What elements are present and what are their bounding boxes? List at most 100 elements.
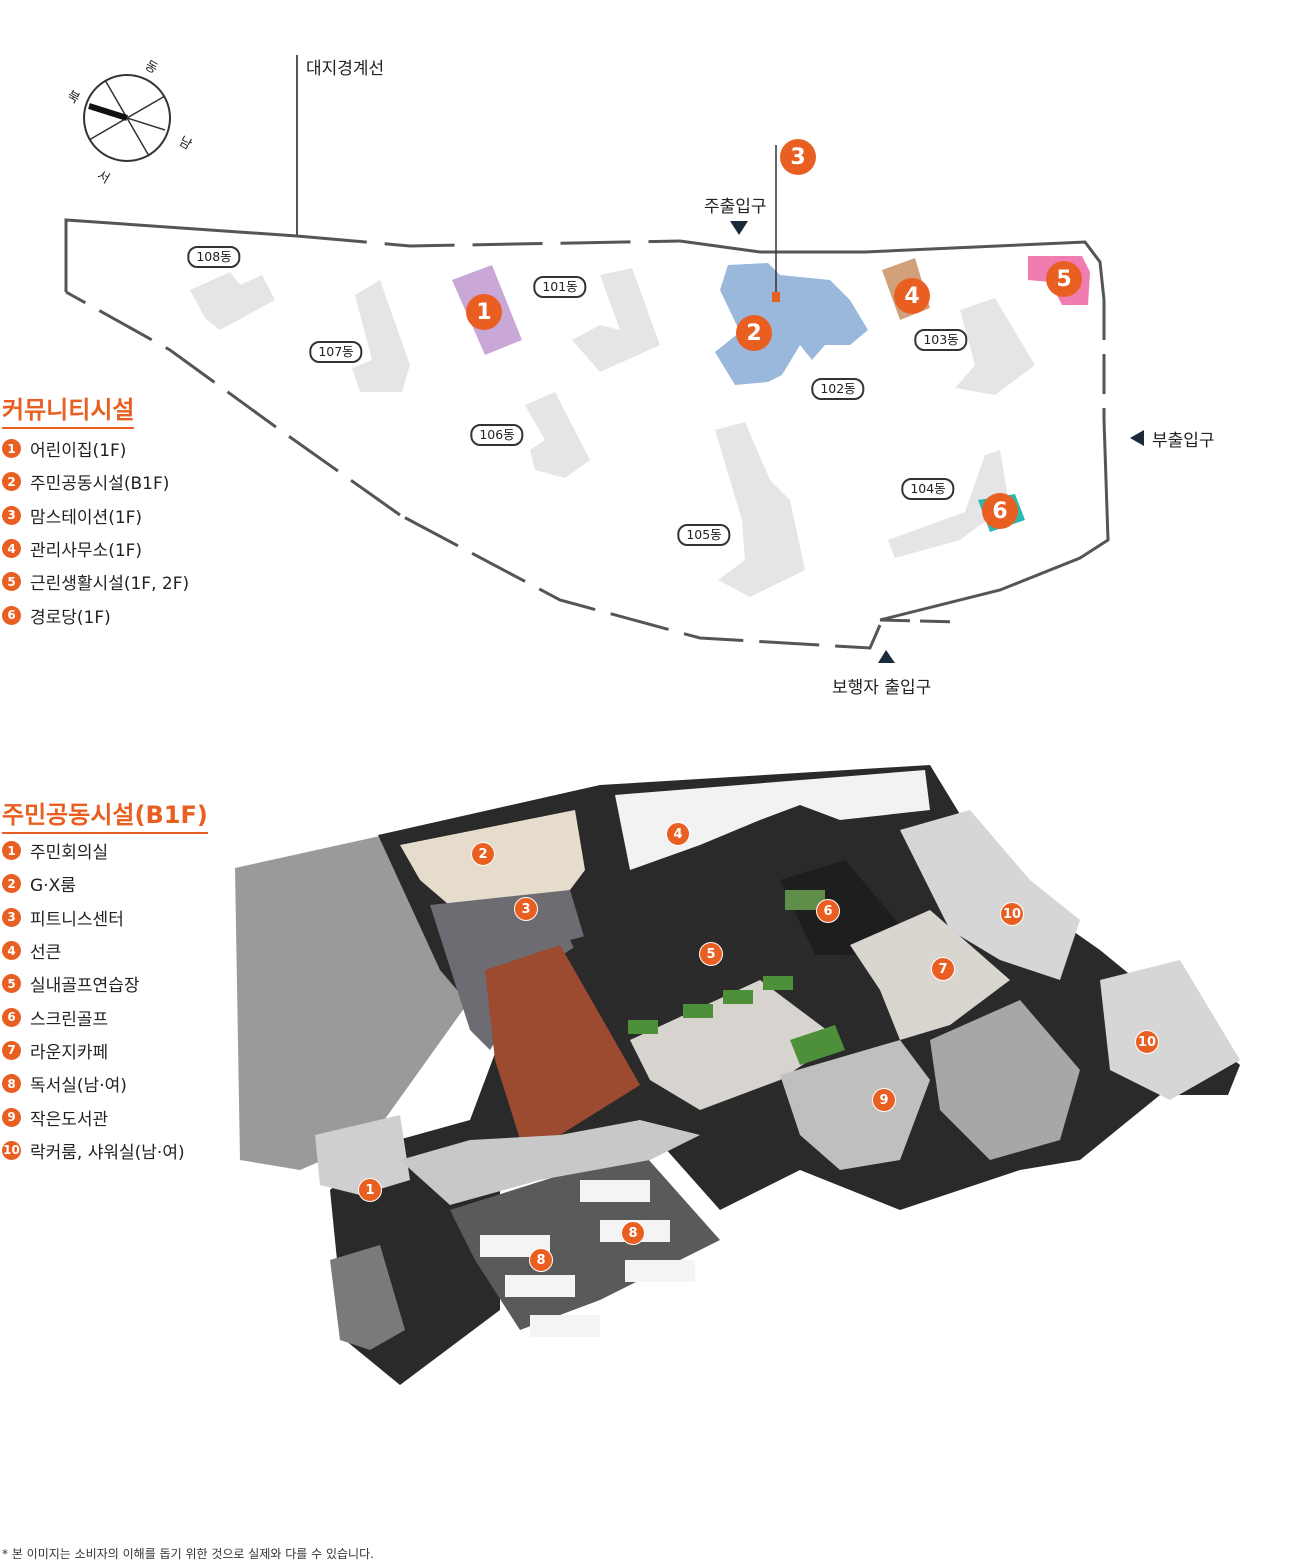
legend-number: 5 [2, 572, 21, 592]
wood-floor [485, 945, 640, 1155]
plan-marker-7: 7 [931, 957, 955, 981]
legend-number: 10 [2, 1140, 21, 1160]
legend-label: 관리사무소(1F) [30, 541, 143, 562]
building-label-102: 102동 [811, 378, 865, 400]
legend-number: 1 [2, 439, 21, 459]
site-marker-3: 3 [780, 139, 816, 175]
building-label-101: 101동 [533, 276, 587, 298]
legend-item: 5 실내골프연습장 [2, 967, 185, 1000]
site-marker-2: 2 [736, 315, 772, 351]
community-title: 커뮤니티시설 [2, 390, 135, 429]
plan-marker-8a: 8 [529, 1248, 553, 1272]
site-boundary [64, 55, 1110, 650]
legend-label: 독서실(남·여) [30, 1076, 127, 1097]
site-marker-4: 4 [894, 278, 930, 314]
legend-item: 5 근린생활시설(1F, 2F) [2, 565, 189, 598]
plan-marker-5: 5 [699, 942, 723, 966]
legend-item: 9 작은도서관 [2, 1100, 185, 1133]
legend-label: 선큰 [30, 943, 62, 964]
footnote: * 본 이미지는 소비자의 이해를 돕기 위한 것으로 실제와 다를 수 있습니… [2, 1547, 374, 1561]
main-entrance-label: 주출입구 [704, 197, 767, 217]
apartment-buildings [190, 268, 1035, 597]
legend-label: 피트니스센터 [30, 909, 124, 930]
plan-marker-1: 1 [358, 1178, 382, 1202]
exterior-ground [235, 836, 470, 1170]
golf-lounge-floor [630, 980, 840, 1110]
legend-number: 2 [2, 472, 21, 492]
legend-label: 근린생활시설(1F, 2F) [30, 574, 190, 595]
screen-golf-room [780, 860, 900, 955]
main-entrance-arrow [730, 221, 748, 235]
legend-item: 3 피트니스센터 [2, 901, 185, 934]
stair-core [330, 1245, 405, 1350]
legend-label: 라운지카페 [30, 1042, 109, 1063]
building-label-103: 103동 [914, 329, 968, 351]
compass-icon [83, 74, 171, 162]
sub-entrance-label: 부출입구 [1152, 431, 1215, 451]
legend-item: 3 맘스테이션(1F) [2, 499, 189, 532]
facility-3-area [772, 292, 780, 302]
plan-marker-2: 2 [471, 842, 495, 866]
legend-label: G·X룸 [30, 876, 76, 897]
locker-room-2 [1100, 960, 1240, 1100]
plan-marker-10a: 10 [1000, 902, 1024, 926]
plan-marker-3: 3 [514, 897, 538, 921]
facility-2-area [715, 263, 868, 385]
legend-item: 2 G·X룸 [2, 867, 185, 900]
building-label-108: 108동 [187, 246, 241, 268]
golf-mats [628, 976, 845, 1065]
legend-label: 스크린골프 [30, 1009, 109, 1030]
legend-number: 4 [2, 941, 21, 961]
legend-item: 4 선큰 [2, 934, 185, 967]
legend-label: 경로당(1F) [30, 607, 111, 628]
library-floor [780, 1040, 930, 1170]
legend-item: 8 독서실(남·여) [2, 1067, 185, 1100]
building-label-105: 105동 [677, 524, 731, 546]
legend-number: 5 [2, 974, 21, 994]
legend-label: 주민공동시설(B1F) [30, 474, 170, 495]
building-label-107: 107동 [309, 341, 363, 363]
legend-number: 3 [2, 505, 21, 525]
legend-number: 6 [2, 1007, 21, 1027]
site-marker-5: 5 [1046, 261, 1082, 297]
pedestrian-entrance-arrow [878, 650, 895, 663]
legend-number: 8 [2, 1074, 21, 1094]
legend-label: 어린이집(1F) [30, 441, 127, 462]
basement-floor-plan [235, 765, 1240, 1385]
legend-item: 6 스크린골프 [2, 1000, 185, 1033]
legend-item: 4 관리사무소(1F) [2, 532, 189, 565]
screen-golf-display [785, 890, 825, 910]
legend-label: 락커룸, 샤워실(남·여) [30, 1142, 185, 1163]
meeting-room-floor [315, 1115, 410, 1195]
basement-title: 주민공동시설(B1F) [2, 795, 208, 834]
site-marker-1: 1 [466, 294, 502, 330]
plan-marker-4: 4 [666, 822, 690, 846]
legend-item: 2 주민공동시설(B1F) [2, 465, 189, 498]
community-legend: 1 어린이집(1F) 2 주민공동시설(B1F) 3 맘스테이션(1F) 4 관리사무소… [2, 432, 189, 632]
sunken-area [615, 770, 930, 870]
plan-marker-6: 6 [816, 899, 840, 923]
pedestrian-entrance-label: 보행자 출입구 [832, 678, 932, 698]
sub-entrance-arrow [1130, 430, 1144, 446]
legend-label: 맘스테이션(1F) [30, 507, 143, 528]
lounge-cafe-floor [850, 910, 1010, 1040]
legend-number: 3 [2, 907, 21, 927]
legend-number: 6 [2, 605, 21, 625]
legend-item: 10 락커룸, 샤워실(남·여) [2, 1134, 185, 1167]
legend-number: 4 [2, 539, 21, 559]
legend-label: 실내골프연습장 [30, 976, 140, 997]
legend-number: 9 [2, 1107, 21, 1127]
plan-marker-9: 9 [872, 1088, 896, 1112]
legend-label: 작은도서관 [30, 1109, 109, 1130]
locker-room-1 [900, 810, 1080, 980]
site-marker-6: 6 [982, 493, 1018, 529]
plan-marker-10b: 10 [1135, 1030, 1159, 1054]
legend-item: 6 경로당(1F) [2, 598, 189, 631]
plan-marker-8b: 8 [621, 1221, 645, 1245]
legend-label: 주민회의실 [30, 843, 109, 864]
legend-number: 2 [2, 874, 21, 894]
boundary-label: 대지경계선 [306, 59, 385, 79]
